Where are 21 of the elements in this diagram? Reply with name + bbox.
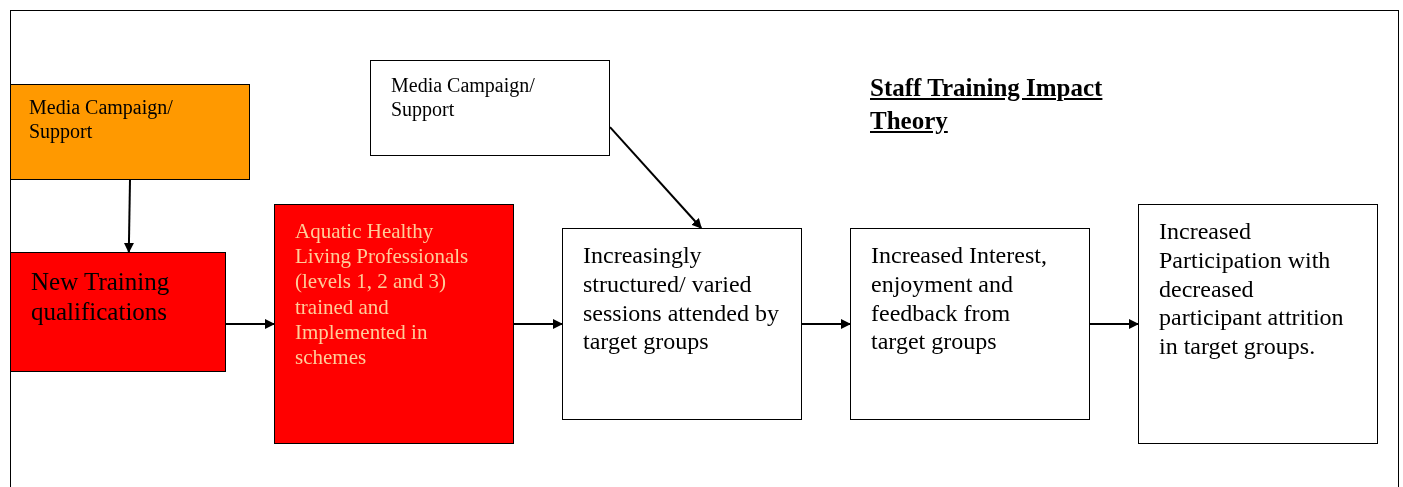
box-text: Increased Participation with decreased participant attrition in target groups. [1159, 217, 1345, 361]
process-box [1138, 204, 1378, 444]
process-box [562, 228, 802, 420]
arrow [609, 126, 703, 229]
box-text: Increased Interest, enjoyment and feedback from target groups [871, 241, 1048, 357]
arrow [513, 319, 563, 329]
box-text: New Training qualifications [31, 267, 171, 327]
process-box [370, 60, 610, 156]
box-text: Media Campaign/ Support [29, 95, 174, 143]
arrow [123, 179, 134, 253]
process-box [10, 84, 250, 180]
diagram-title: Staff Training Impact Theory [870, 73, 1104, 136]
arrow [225, 319, 275, 329]
process-box [850, 228, 1090, 420]
arrow [801, 319, 851, 329]
arrow [1089, 319, 1139, 329]
box-text: Media Campaign/ Support [391, 73, 536, 121]
process-box [274, 204, 514, 444]
box-text: Aquatic Healthy Living Professionals (levels 1, 2 and 3) trained and Implemented in schemes [295, 219, 470, 371]
process-box [10, 252, 226, 372]
box-text: Increasingly structured/ varied sessions attended by target groups [583, 241, 780, 357]
